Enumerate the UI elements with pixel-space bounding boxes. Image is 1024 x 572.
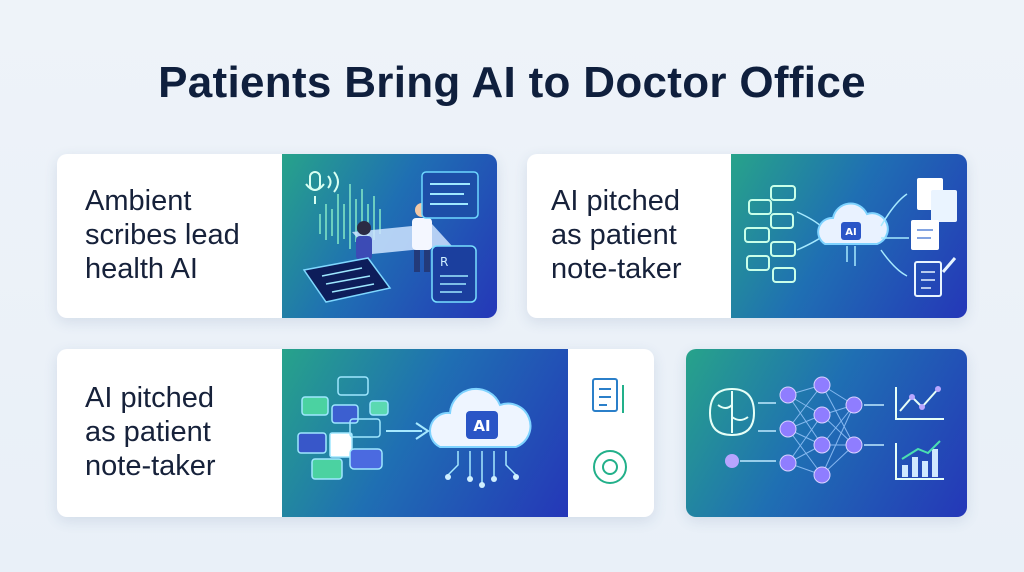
gear-icon (593, 450, 627, 484)
card-line: scribes lead (85, 219, 240, 251)
card-line: health AI (85, 253, 198, 285)
card-line: note-taker (551, 253, 682, 285)
card-ai-note-taker-bottom-text: AI pitched as patient note-taker (85, 381, 654, 483)
svg-text:R: R (440, 255, 448, 269)
ai-badge: AI (473, 417, 490, 435)
doctor-consultation-icon: R (302, 171, 479, 303)
card-ai-note-taker-bottom: AI pitched as patient note-taker AI (57, 349, 654, 517)
card-ai-note-taker-top: AI pitched as patient note-taker AI (527, 154, 967, 318)
brain-neural-network-icon (708, 376, 944, 484)
ai-cloud-documents-illustration: AI (731, 154, 967, 318)
card-line: AI pitched (85, 382, 214, 414)
card-line: AI pitched (551, 185, 680, 217)
chip-label: AI (845, 227, 856, 238)
card-line: note-taker (85, 450, 216, 482)
chat-to-ai-cloud-icon: AI (297, 376, 532, 488)
card-ambient-scribes: Ambient scribes lead health AI (57, 154, 497, 318)
notes-and-gear-icons (592, 378, 627, 484)
brain-neural-network-illustration (686, 349, 967, 517)
card-neural-network (686, 349, 967, 517)
page-title: Patients Bring AI to Doctor Office (158, 58, 866, 107)
chat-to-ai-cloud-illustration: AI (282, 349, 568, 517)
card-line: Ambient (85, 185, 192, 217)
notepad-icon (592, 378, 624, 413)
ai-cloud-documents-icon: AI (744, 178, 957, 297)
card-line: as patient (85, 416, 211, 448)
card-ambient-scribes-text: Ambient scribes lead health AI (85, 184, 497, 286)
doctor-consultation-illustration: R (282, 154, 497, 318)
card-ai-note-taker-top-text: AI pitched as patient note-taker (551, 184, 967, 286)
card-line: as patient (551, 219, 677, 251)
